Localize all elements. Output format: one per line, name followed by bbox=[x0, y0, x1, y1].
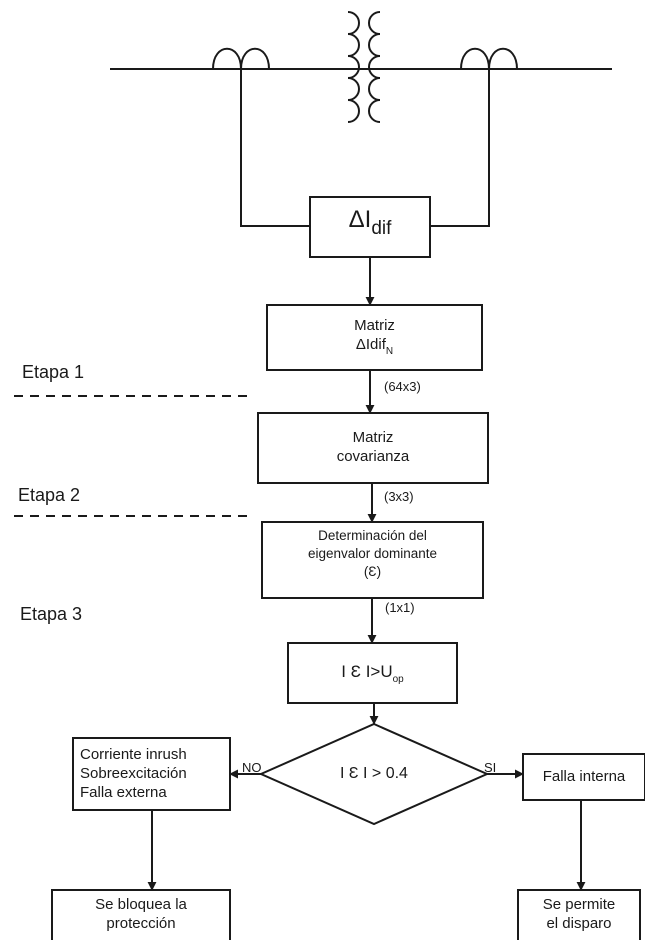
left-outcome-line2: Sobreexcitación bbox=[80, 765, 187, 782]
left-ct-loop-1 bbox=[212, 47, 242, 70]
matriz-cov-line2: covarianza bbox=[336, 448, 410, 465]
branch-no-label: NO bbox=[242, 760, 262, 775]
eigen-line2: eigenvalor dominante bbox=[307, 546, 438, 561]
matriz-idif-label: Matriz ΔIdifN bbox=[267, 316, 482, 357]
eigen-label: Determinación del eigenvalor dominante (… bbox=[262, 527, 483, 581]
delta-idif-base: ΔI bbox=[348, 206, 372, 233]
stage-2-label: Etapa 2 bbox=[18, 485, 81, 505]
trip-line2: el disparo bbox=[546, 915, 612, 932]
right-ct-wiring bbox=[430, 69, 490, 227]
matriz-cov-label: Matriz covarianza bbox=[258, 428, 488, 466]
left-outcome-line3: Falla externa bbox=[80, 784, 167, 801]
matriz-idif-line2: ΔIdifN bbox=[267, 335, 482, 357]
eigen-line3: (Ɛ) bbox=[363, 564, 382, 579]
block-line2: protección bbox=[106, 915, 176, 932]
eigen-line1: Determinación del bbox=[318, 528, 427, 543]
dim-3x3: (3x3) bbox=[384, 489, 414, 504]
block-box bbox=[51, 889, 231, 940]
matriz-idif-line1: Matriz bbox=[354, 317, 395, 334]
stage-1-label: Etapa 1 bbox=[22, 362, 85, 382]
left-outcome-label: Corriente inrush Sobreexcitación Falla e… bbox=[80, 745, 230, 802]
matriz-idif-base: ΔIdif bbox=[355, 336, 386, 353]
dim-1x1: (1x1) bbox=[385, 600, 415, 615]
block-label: Se bloquea la protección bbox=[52, 895, 230, 933]
left-ct-wiring bbox=[240, 69, 310, 227]
transformer-primary-winding bbox=[347, 11, 360, 123]
delta-idif-label: ΔIdif bbox=[310, 208, 430, 239]
trip-line1: Se permite bbox=[542, 896, 616, 913]
matriz-cov-line1: Matriz bbox=[352, 429, 394, 446]
block-line1: Se bloquea la bbox=[95, 896, 187, 913]
right-ct-loop-2 bbox=[488, 47, 518, 70]
decision-diamond bbox=[258, 722, 490, 826]
matriz-idif-box bbox=[266, 304, 483, 371]
falla-interna-label: Falla interna bbox=[542, 768, 626, 785]
uop-pre: I Ɛ I>U bbox=[341, 662, 393, 681]
uop-sub: op bbox=[392, 674, 404, 685]
trip-label: Se permite el disparo bbox=[518, 895, 640, 933]
dim-64x3: (64x3) bbox=[384, 379, 421, 394]
uop-label: I Ɛ I>Uop bbox=[288, 662, 457, 685]
right-ct-loop-1 bbox=[460, 47, 490, 70]
stage-3-label: Etapa 3 bbox=[20, 604, 83, 624]
left-ct-loop-2 bbox=[240, 47, 270, 70]
delta-idif-sub: dif bbox=[371, 218, 392, 239]
transformer-secondary-winding bbox=[368, 11, 381, 123]
left-outcome-line1: Corriente inrush bbox=[80, 746, 187, 763]
branch-si-label: SI bbox=[484, 760, 497, 775]
matriz-idif-sub: N bbox=[385, 346, 394, 357]
decision-label: I Ɛ I > 0.4 bbox=[340, 765, 408, 782]
